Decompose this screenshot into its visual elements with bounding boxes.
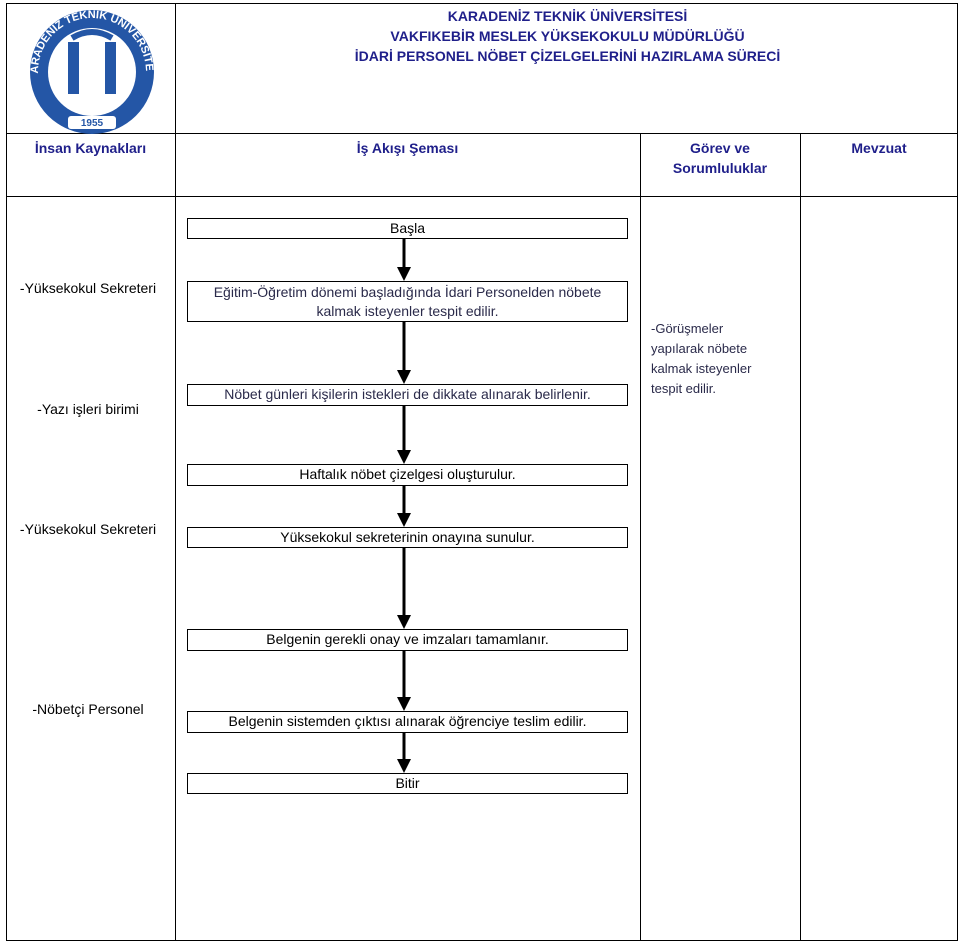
column-header-duties-2: Sorumluluklar bbox=[672, 160, 768, 176]
university-logo: KARADENİZ TEKNİK ÜNİVERSİTESİ 1955 bbox=[14, 8, 155, 134]
flow-start-box: Başla bbox=[187, 218, 628, 239]
col-divider-1 bbox=[175, 133, 176, 941]
column-header-legislation: Mevzuat bbox=[851, 140, 907, 156]
flow-arrow bbox=[397, 651, 411, 711]
flow-step-box: Eğitim-Öğretim dönemi başladığında İdari… bbox=[187, 281, 628, 322]
logo-divider bbox=[175, 3, 176, 196]
flow-step-text: Eğitim-Öğretim dönemi başladığında İdari… bbox=[213, 284, 602, 300]
duties-note-line: yapılarak nöbete bbox=[651, 341, 748, 356]
page-frame bbox=[6, 3, 958, 941]
flow-arrow bbox=[397, 322, 411, 384]
flow-step-text: kalmak isteyenler tespit edilir. bbox=[316, 303, 499, 319]
duties-note-line: tespit edilir. bbox=[651, 381, 717, 396]
title-line-1: KARADENİZ TEKNİK ÜNİVERSİTESİ bbox=[447, 8, 688, 24]
responsible-label: -Nöbetçi Personel bbox=[32, 701, 144, 717]
flow-step-box: Haftalık nöbet çizelgesi oluşturulur. bbox=[187, 464, 628, 486]
flow-arrow bbox=[397, 548, 411, 629]
flow-step-box: Belgenin sistemden çıktısı alınarak öğre… bbox=[187, 711, 628, 733]
responsible-label: -Yüksekokul Sekreteri bbox=[19, 521, 157, 537]
title-line-2: VAKFIKEBİR MESLEK YÜKSEKOKULU MÜDÜRLÜĞÜ bbox=[390, 28, 745, 44]
flow-arrow bbox=[397, 486, 411, 527]
flow-end-box: Bitir bbox=[187, 773, 628, 794]
flow-step-text: Yüksekokul sekreterinin onayına sunulur. bbox=[280, 529, 535, 545]
col-divider-2 bbox=[640, 133, 641, 941]
flow-arrow bbox=[397, 406, 411, 464]
flow-step-text: Nöbet günleri kişilerin istekleri de dik… bbox=[224, 386, 591, 402]
column-header-flow: İş Akışı Şeması bbox=[356, 140, 459, 156]
flow-step-text: Belgenin gerekli onay ve imzaları tamaml… bbox=[266, 631, 549, 647]
logo-year: 1955 bbox=[81, 118, 104, 129]
flow-start-text: Başla bbox=[389, 220, 426, 236]
flow-step-text: Haftalık nöbet çizelgesi oluşturulur. bbox=[299, 466, 516, 482]
flow-step-text: Belgenin sistemden çıktısı alınarak öğre… bbox=[228, 713, 587, 729]
col-divider-3 bbox=[800, 133, 801, 941]
column-header-duties-1: Görev ve bbox=[690, 140, 750, 156]
flow-step-box: Nöbet günleri kişilerin istekleri de dik… bbox=[187, 384, 628, 406]
header-divider bbox=[6, 133, 958, 134]
responsible-label: -Yüksekokul Sekreteri bbox=[19, 280, 157, 296]
flow-step-box: Yüksekokul sekreterinin onayına sunulur. bbox=[187, 527, 628, 548]
column-header-divider bbox=[6, 196, 958, 197]
duties-note: -Görüşmeler yapılarak nöbete kalmak iste… bbox=[651, 319, 786, 399]
column-header-hr: İnsan Kaynakları bbox=[34, 140, 147, 156]
flow-end-text: Bitir bbox=[395, 775, 420, 791]
title-line-3: İDARİ PERSONEL NÖBET ÇİZELGELERİNİ HAZIR… bbox=[354, 48, 781, 64]
responsible-label: -Yazı işleri birimi bbox=[37, 401, 139, 417]
flow-arrow bbox=[397, 733, 411, 773]
duties-note-line: kalmak isteyenler bbox=[651, 361, 752, 376]
flow-arrow bbox=[397, 239, 411, 281]
flow-step-box: Belgenin gerekli onay ve imzaları tamaml… bbox=[187, 629, 628, 651]
duties-note-line: -Görüşmeler bbox=[651, 321, 724, 336]
